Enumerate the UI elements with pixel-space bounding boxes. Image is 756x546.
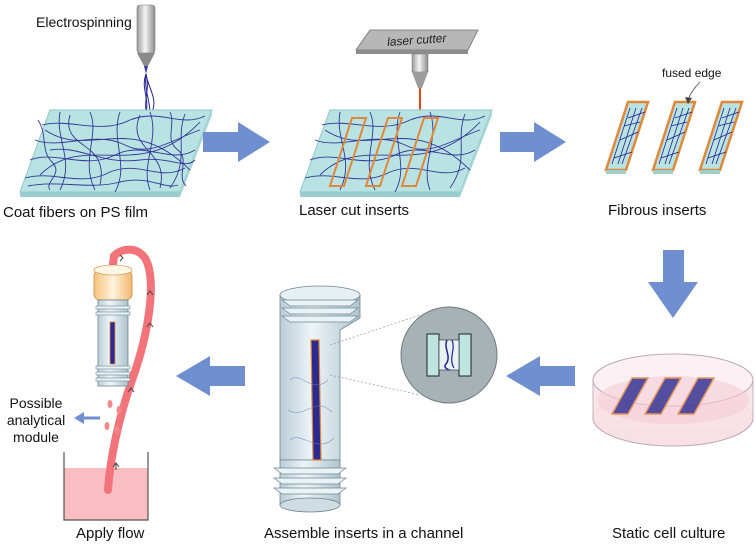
insert-strip [604, 100, 650, 174]
step-caption-assemble: Assemble inserts in a channel [264, 525, 464, 542]
fused-edge-pointer [685, 81, 701, 104]
analytical-module-label: Possible analytical module [3, 395, 69, 446]
ps-film-with-fibers [19, 109, 213, 197]
fused-edge-label: fused edge [662, 66, 722, 80]
flow-setup [63, 245, 155, 521]
flow-chamber [74, 264, 133, 434]
electrospinning-step [19, 4, 213, 197]
flow-tube [104, 245, 155, 494]
step-caption-static-culture: Static cell culture [612, 525, 726, 542]
laser-cutter-head [355, 29, 479, 128]
analytical-module-line: Possible [9, 395, 63, 411]
laser-cutter-label: laser cutter [387, 31, 448, 49]
step-caption-laser-cut: Laser cut inserts [299, 202, 410, 219]
analytical-module-line: analytical [6, 412, 66, 428]
channel-cross-section-callout [329, 306, 498, 404]
insert-strip [698, 100, 744, 174]
process-arrow [176, 356, 245, 396]
process-arrow [500, 122, 566, 162]
process-arrow [203, 122, 270, 162]
step-caption-fibrous-inserts: Fibrous inserts [608, 202, 707, 219]
analytical-module-line: module [13, 429, 59, 445]
insert-strip [651, 100, 697, 174]
process-arrow [648, 250, 698, 318]
analysis-arrow [74, 412, 100, 424]
step-caption-coat-fibers: Coat fibers on PS film [3, 204, 149, 221]
channel-assembly [272, 285, 498, 513]
process-arrow [506, 356, 575, 396]
laser-cut-step [299, 29, 493, 197]
cut-film [299, 109, 493, 197]
spinneret-needle [136, 4, 156, 74]
dish-inserts [610, 377, 716, 415]
electrospinning-label: Electrospinning [36, 14, 132, 30]
fibrous-inserts [604, 81, 744, 174]
culture-dish [592, 353, 754, 447]
channel-cylinder [272, 285, 361, 513]
step-caption-apply-flow: Apply flow [76, 525, 145, 542]
